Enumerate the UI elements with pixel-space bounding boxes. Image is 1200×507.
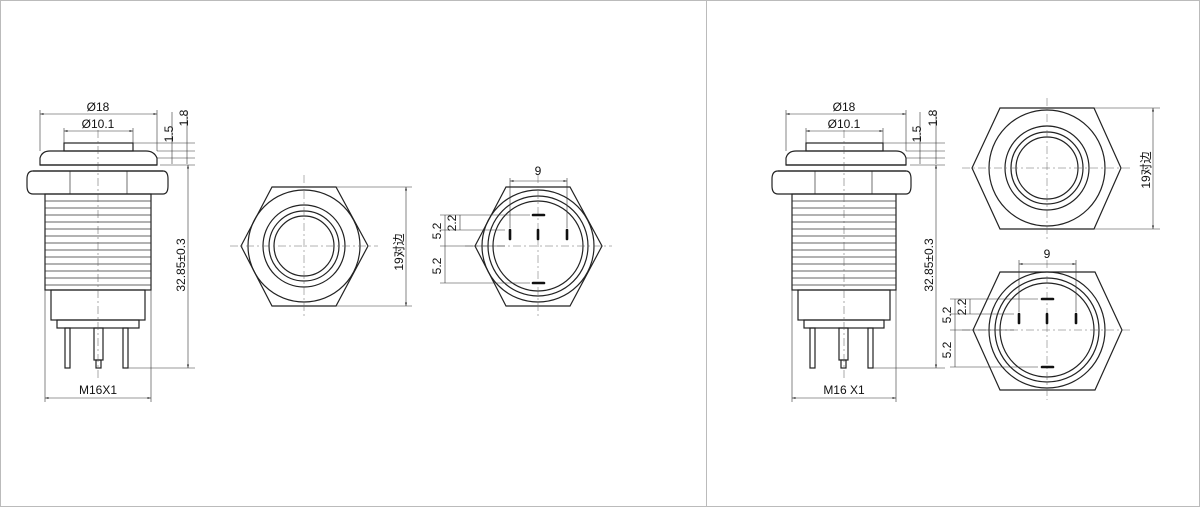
pin-marks [508, 213, 569, 285]
dim-pin-top: 5.2 [430, 222, 444, 239]
dim-pin-bottom: 5.2 [430, 257, 444, 274]
pin-marks [1017, 297, 1078, 369]
dim-across-flats: 19对边 [392, 233, 406, 270]
hex-front-view: 19对边 [230, 175, 412, 318]
panel-variant-b: Ø18 Ø10.1 1.5 1.8 32.85±0.3 M16 X1 [771, 98, 1160, 402]
dim-cap-gap: 1.5 [910, 125, 924, 142]
dim-pin-mid: 2.2 [445, 214, 459, 231]
panel-variant-a: Ø18 Ø10.1 1.5 1.8 32.85±0.3 M16X1 [26, 100, 612, 402]
dim-pin-mid: 2.2 [955, 298, 969, 315]
dim-cap-height: 1.8 [926, 109, 940, 126]
dim-inner-diameter: Ø10.1 [82, 117, 115, 131]
hex-front-view: 19对边 [962, 98, 1160, 240]
side-view: Ø18 Ø10.1 1.5 1.8 32.85±0.3 M16 X1 [771, 100, 945, 402]
dim-outer-diameter: Ø18 [833, 100, 856, 114]
dim-total-length: 32.85±0.3 [174, 238, 188, 292]
dim-across-flats: 19对边 [1139, 151, 1153, 188]
dim-cap-gap: 1.5 [162, 125, 176, 142]
dim-cap-height: 1.8 [177, 109, 191, 126]
dim-pin-span: 9 [535, 164, 542, 178]
dim-pin-span: 9 [1044, 247, 1051, 261]
dim-outer-diameter: Ø18 [87, 100, 110, 114]
dim-pin-top: 5.2 [940, 306, 954, 323]
rear-view: 9 5.2 2.2 5.2 [430, 164, 612, 318]
rear-view: 9 5.2 2.2 5.2 [940, 247, 1132, 400]
dim-pin-bottom: 5.2 [940, 341, 954, 358]
dim-inner-diameter: Ø10.1 [828, 117, 861, 131]
side-view: Ø18 Ø10.1 1.5 1.8 32.85±0.3 M16X1 [26, 100, 195, 402]
dim-total-length: 32.85±0.3 [922, 238, 936, 292]
dim-thread: M16X1 [79, 383, 117, 397]
dim-thread: M16 X1 [823, 383, 865, 397]
